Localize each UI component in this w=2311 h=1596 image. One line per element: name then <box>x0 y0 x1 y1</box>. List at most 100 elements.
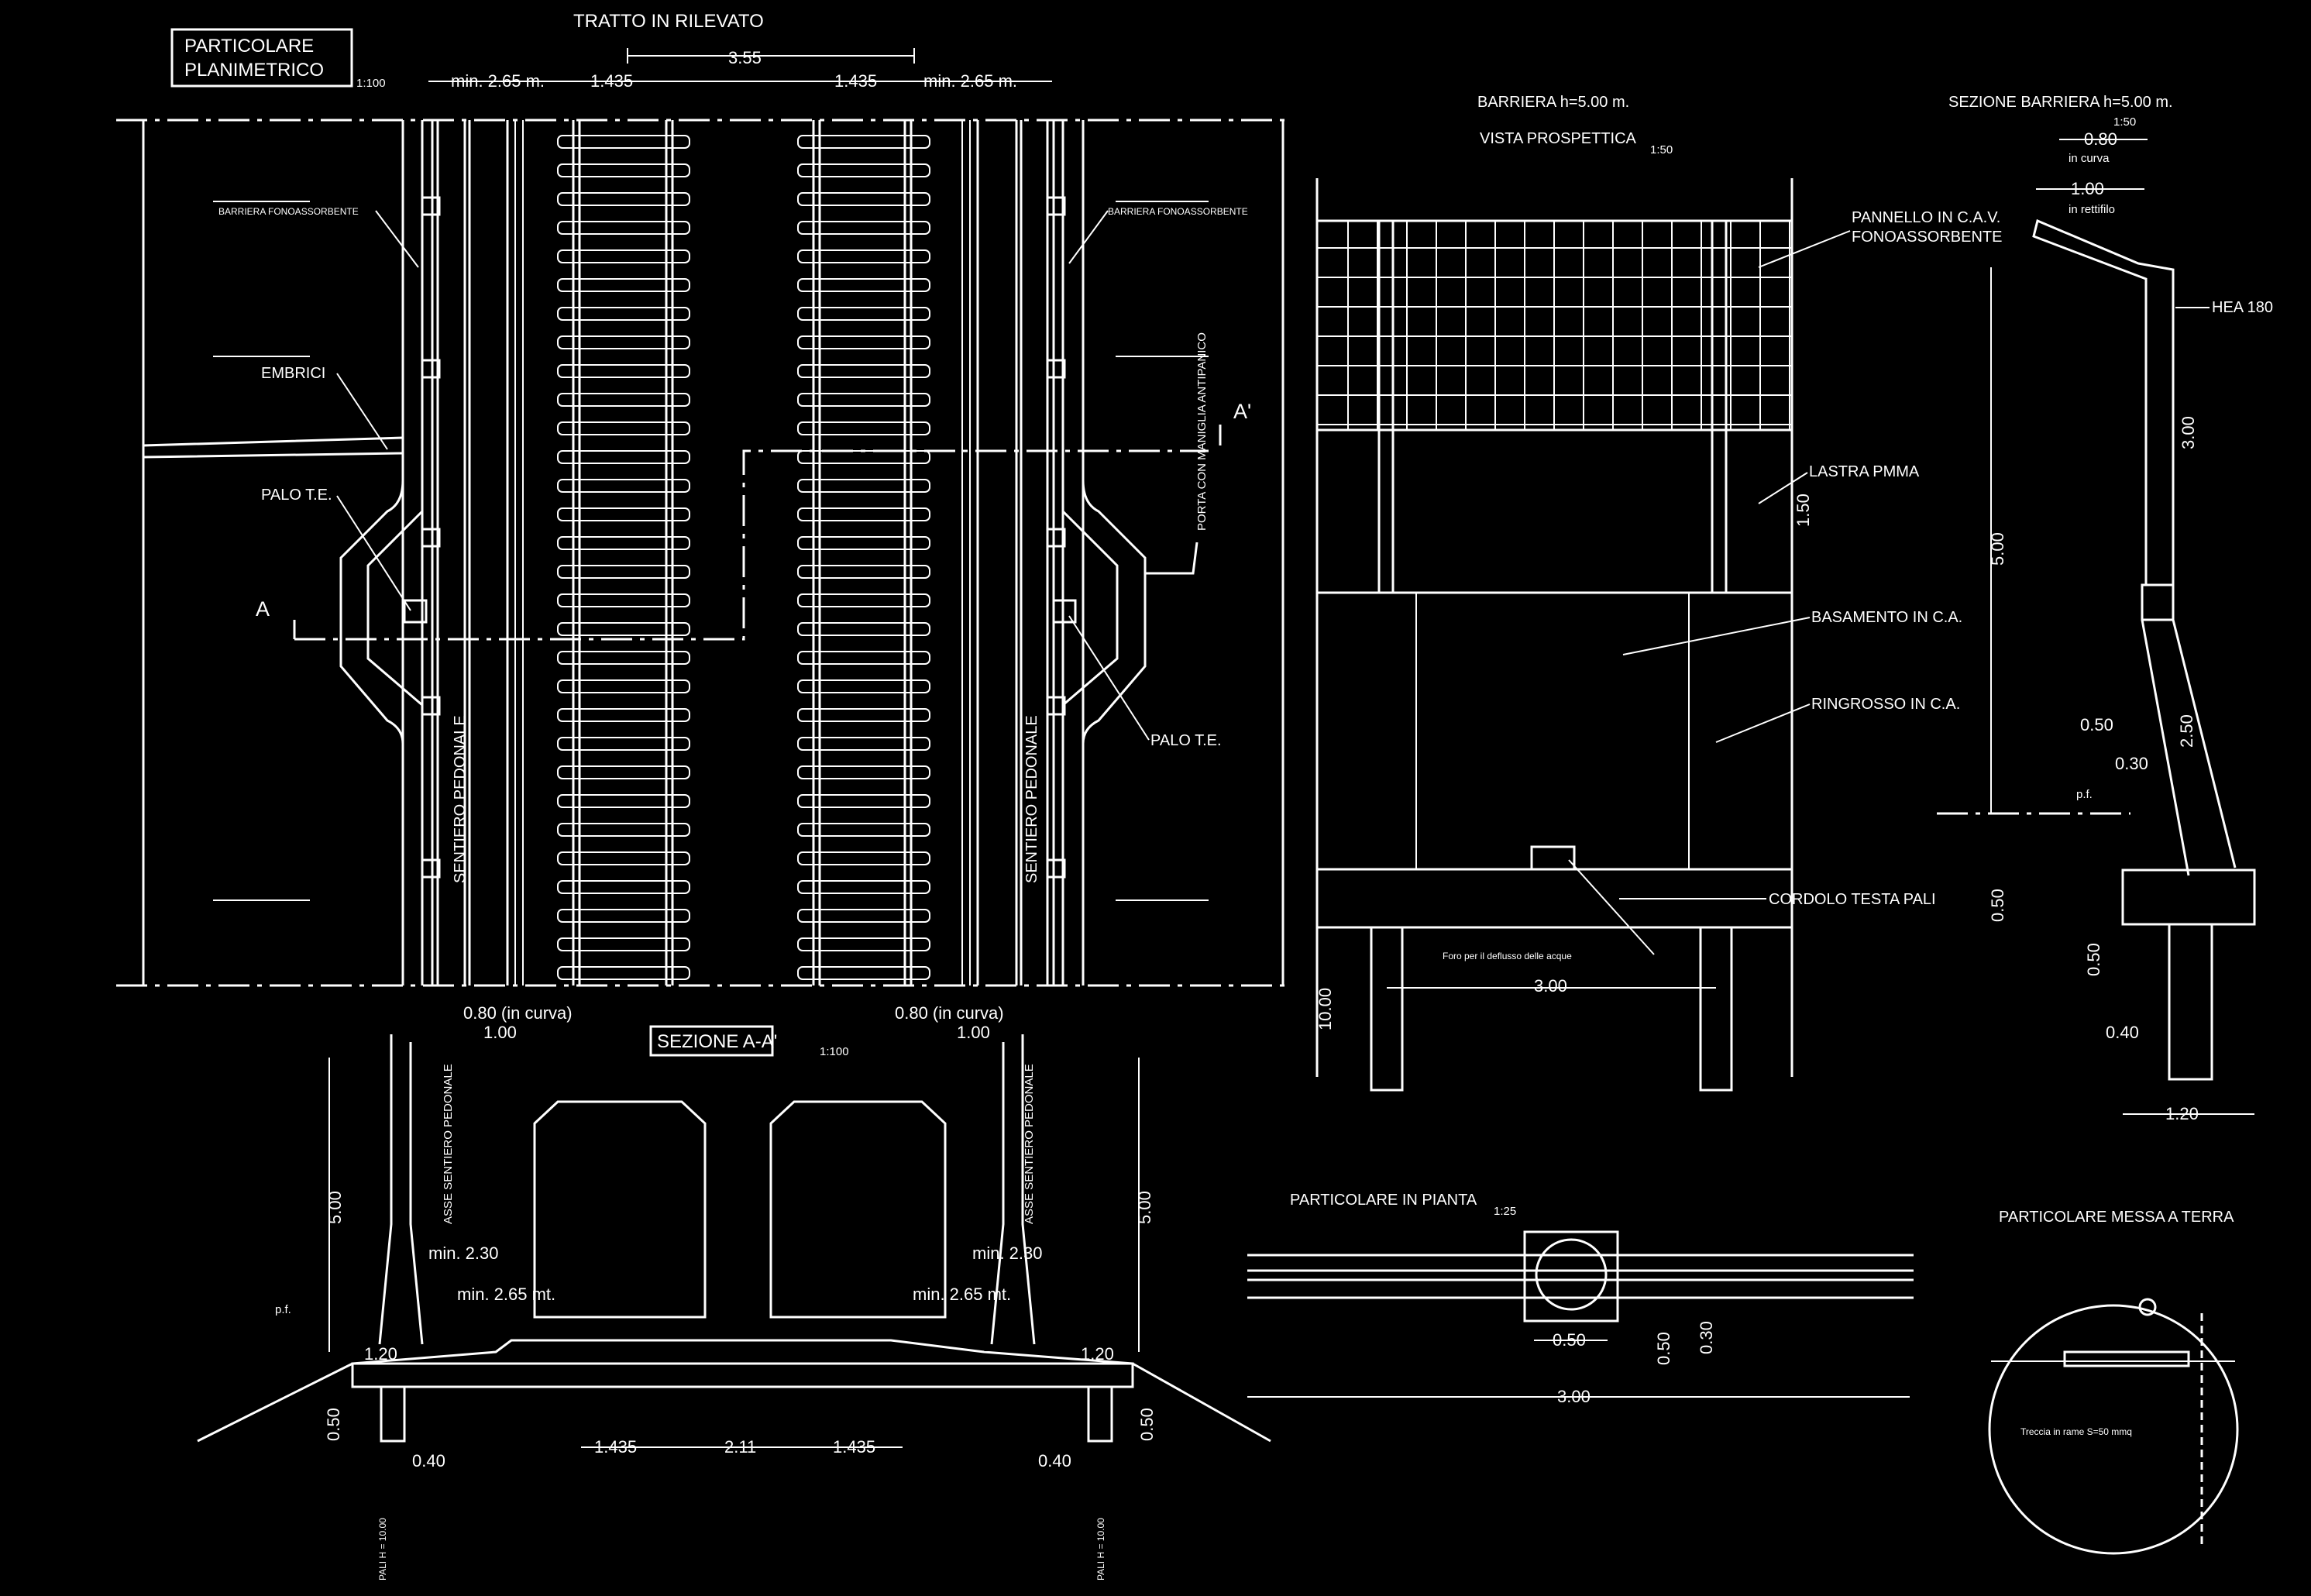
pile-label-right: PALI H = 10.00 <box>1095 1518 1106 1581</box>
section-a-prime-label: A' <box>1233 400 1251 423</box>
sleeper <box>557 278 690 292</box>
sleeper <box>557 909 690 923</box>
braid-label: Treccia in rame S=50 mmq <box>2020 1426 2132 1437</box>
barrier-section-left <box>378 1034 393 1345</box>
dim-250-bs: 2.50 <box>2177 714 2196 748</box>
elevation-title: BARRIERA h=5.00 m. <box>1477 94 1629 111</box>
barrier-post <box>1046 858 1066 879</box>
dim-300-bs: 3.00 <box>2179 416 2198 449</box>
grounding-lug <box>2138 1298 2157 1316</box>
plan-title-box <box>170 28 353 88</box>
section-view: SEZIONE A-A' 1:100 0.80 (in curva) 1.00 … <box>197 1003 1271 1581</box>
sleeper <box>557 335 690 349</box>
elev-pile-right <box>1699 926 1733 1092</box>
plan-title-line1: PARTICOLARE <box>184 36 314 57</box>
sleeper <box>797 880 930 894</box>
sleeper <box>797 536 930 550</box>
axis-path-left: ASSE SENTIERO PEDONALE <box>442 1064 455 1224</box>
min-265-left: min. 2.65 mt. <box>457 1285 555 1304</box>
detail-post-circle <box>1535 1238 1608 1311</box>
panel-label-1: PANNELLO IN C.A.V. <box>1852 209 2000 226</box>
plan-detail-title: PARTICOLARE IN PIANTA <box>1290 1192 1477 1209</box>
barrier-post <box>421 858 441 879</box>
bent-post <box>2032 218 2175 586</box>
plan-view: PARTICOLARE PLANIMETRICO 1:100 TRATTO IN… <box>116 11 1286 987</box>
left-pole <box>403 599 428 624</box>
dim-300-detail: 3.00 <box>1557 1387 1591 1406</box>
base-label: BASAMENTO IN C.A. <box>1811 609 1962 626</box>
barrier-post <box>1046 359 1066 379</box>
hea-post-right <box>1711 219 1728 594</box>
sleeper <box>557 823 690 837</box>
hole-label: Foro per il deflusso delle acque <box>1443 951 1572 961</box>
sleeper <box>797 794 930 808</box>
sleeper <box>797 622 930 636</box>
min-230-right: min. 2.30 <box>972 1243 1043 1263</box>
detail-post-plate <box>1523 1230 1619 1323</box>
barrier-post <box>1046 196 1066 216</box>
in-straight-label: in rettifilo <box>2069 203 2115 216</box>
grounding-circle <box>1988 1304 2239 1555</box>
pf-left: p.f. <box>275 1303 291 1316</box>
dim-1435-right: 1.435 <box>833 1437 875 1457</box>
barrier-section-scale: 1:50 <box>2113 115 2136 129</box>
dim-min-right: min. 2.65 m. <box>923 71 1017 91</box>
drain-hole <box>1530 845 1576 871</box>
sleeper <box>797 307 930 321</box>
hea-label: HEA 180 <box>2212 299 2273 316</box>
sleeper <box>797 421 930 435</box>
train-gauge-left <box>533 1100 707 1319</box>
dim-curve-right: 0.80 (in curva) <box>895 1003 1004 1023</box>
dim-040-left: 0.40 <box>412 1451 445 1470</box>
sleeper <box>557 708 690 722</box>
sleeper <box>797 393 930 407</box>
dim-050-detail-v: 0.50 <box>1654 1332 1673 1365</box>
pile-right <box>1087 1385 1113 1443</box>
pile-left <box>380 1385 406 1443</box>
dim-500-bs: 5.00 <box>1988 532 2007 566</box>
dim-080-bs: 0.80 <box>2084 129 2117 149</box>
grounding-title: PARTICOLARE MESSA A TERRA <box>1999 1209 2234 1226</box>
sleeper <box>557 479 690 493</box>
barrier-label-right: BARRIERA FONOASSORBENTE <box>1108 206 1248 217</box>
barrier-post <box>421 196 441 216</box>
section-a-label: A <box>256 597 270 621</box>
elevation-subtitle: VISTA PROSPETTICA <box>1480 130 1637 147</box>
sleeper <box>557 880 690 894</box>
pile-label-left: PALI H = 10.00 <box>377 1518 388 1581</box>
dim-030-detail: 0.30 <box>1697 1321 1716 1354</box>
sleeper <box>557 249 690 263</box>
dim-curve-left: 0.80 (in curva) <box>463 1003 573 1023</box>
sleeper <box>797 593 930 607</box>
sleeper <box>797 249 930 263</box>
barrier-section-title: SEZIONE BARRIERA h=5.00 m. <box>1948 94 2173 111</box>
sleeper <box>557 221 690 235</box>
path-label-right: SENTIERO PEDONALE <box>1023 715 1040 883</box>
sleeper <box>797 221 930 235</box>
sleeper <box>797 335 930 349</box>
sleeper <box>557 393 690 407</box>
grounding-view: PARTICOLARE MESSA A TERRA Treccia in ram… <box>1988 1209 2239 1555</box>
sleeper <box>557 536 690 550</box>
embrici-channel <box>143 436 404 459</box>
sleeper <box>557 507 690 521</box>
dim-gauge-right: 1.435 <box>834 71 877 91</box>
sleeper <box>797 851 930 865</box>
min-230-left: min. 2.30 <box>428 1243 499 1263</box>
sleeper <box>797 364 930 378</box>
sleeper <box>557 163 690 177</box>
sleeper <box>797 651 930 665</box>
sleeper <box>797 909 930 923</box>
sleeper <box>797 765 930 779</box>
sleeper <box>557 593 690 607</box>
dim-300-elev: 3.00 <box>1534 976 1567 996</box>
sleeper <box>797 163 930 177</box>
axis-path-right: ASSE SENTIERO PEDONALE <box>1023 1064 1036 1224</box>
dim-min-left: min. 2.65 m. <box>451 71 545 91</box>
sleeper <box>797 679 930 693</box>
dim-500-left: 5.00 <box>325 1191 345 1224</box>
sleeper <box>557 794 690 808</box>
sleeper <box>797 507 930 521</box>
dim-center-value: 3.55 <box>728 48 762 67</box>
post-base <box>2141 583 2175 621</box>
